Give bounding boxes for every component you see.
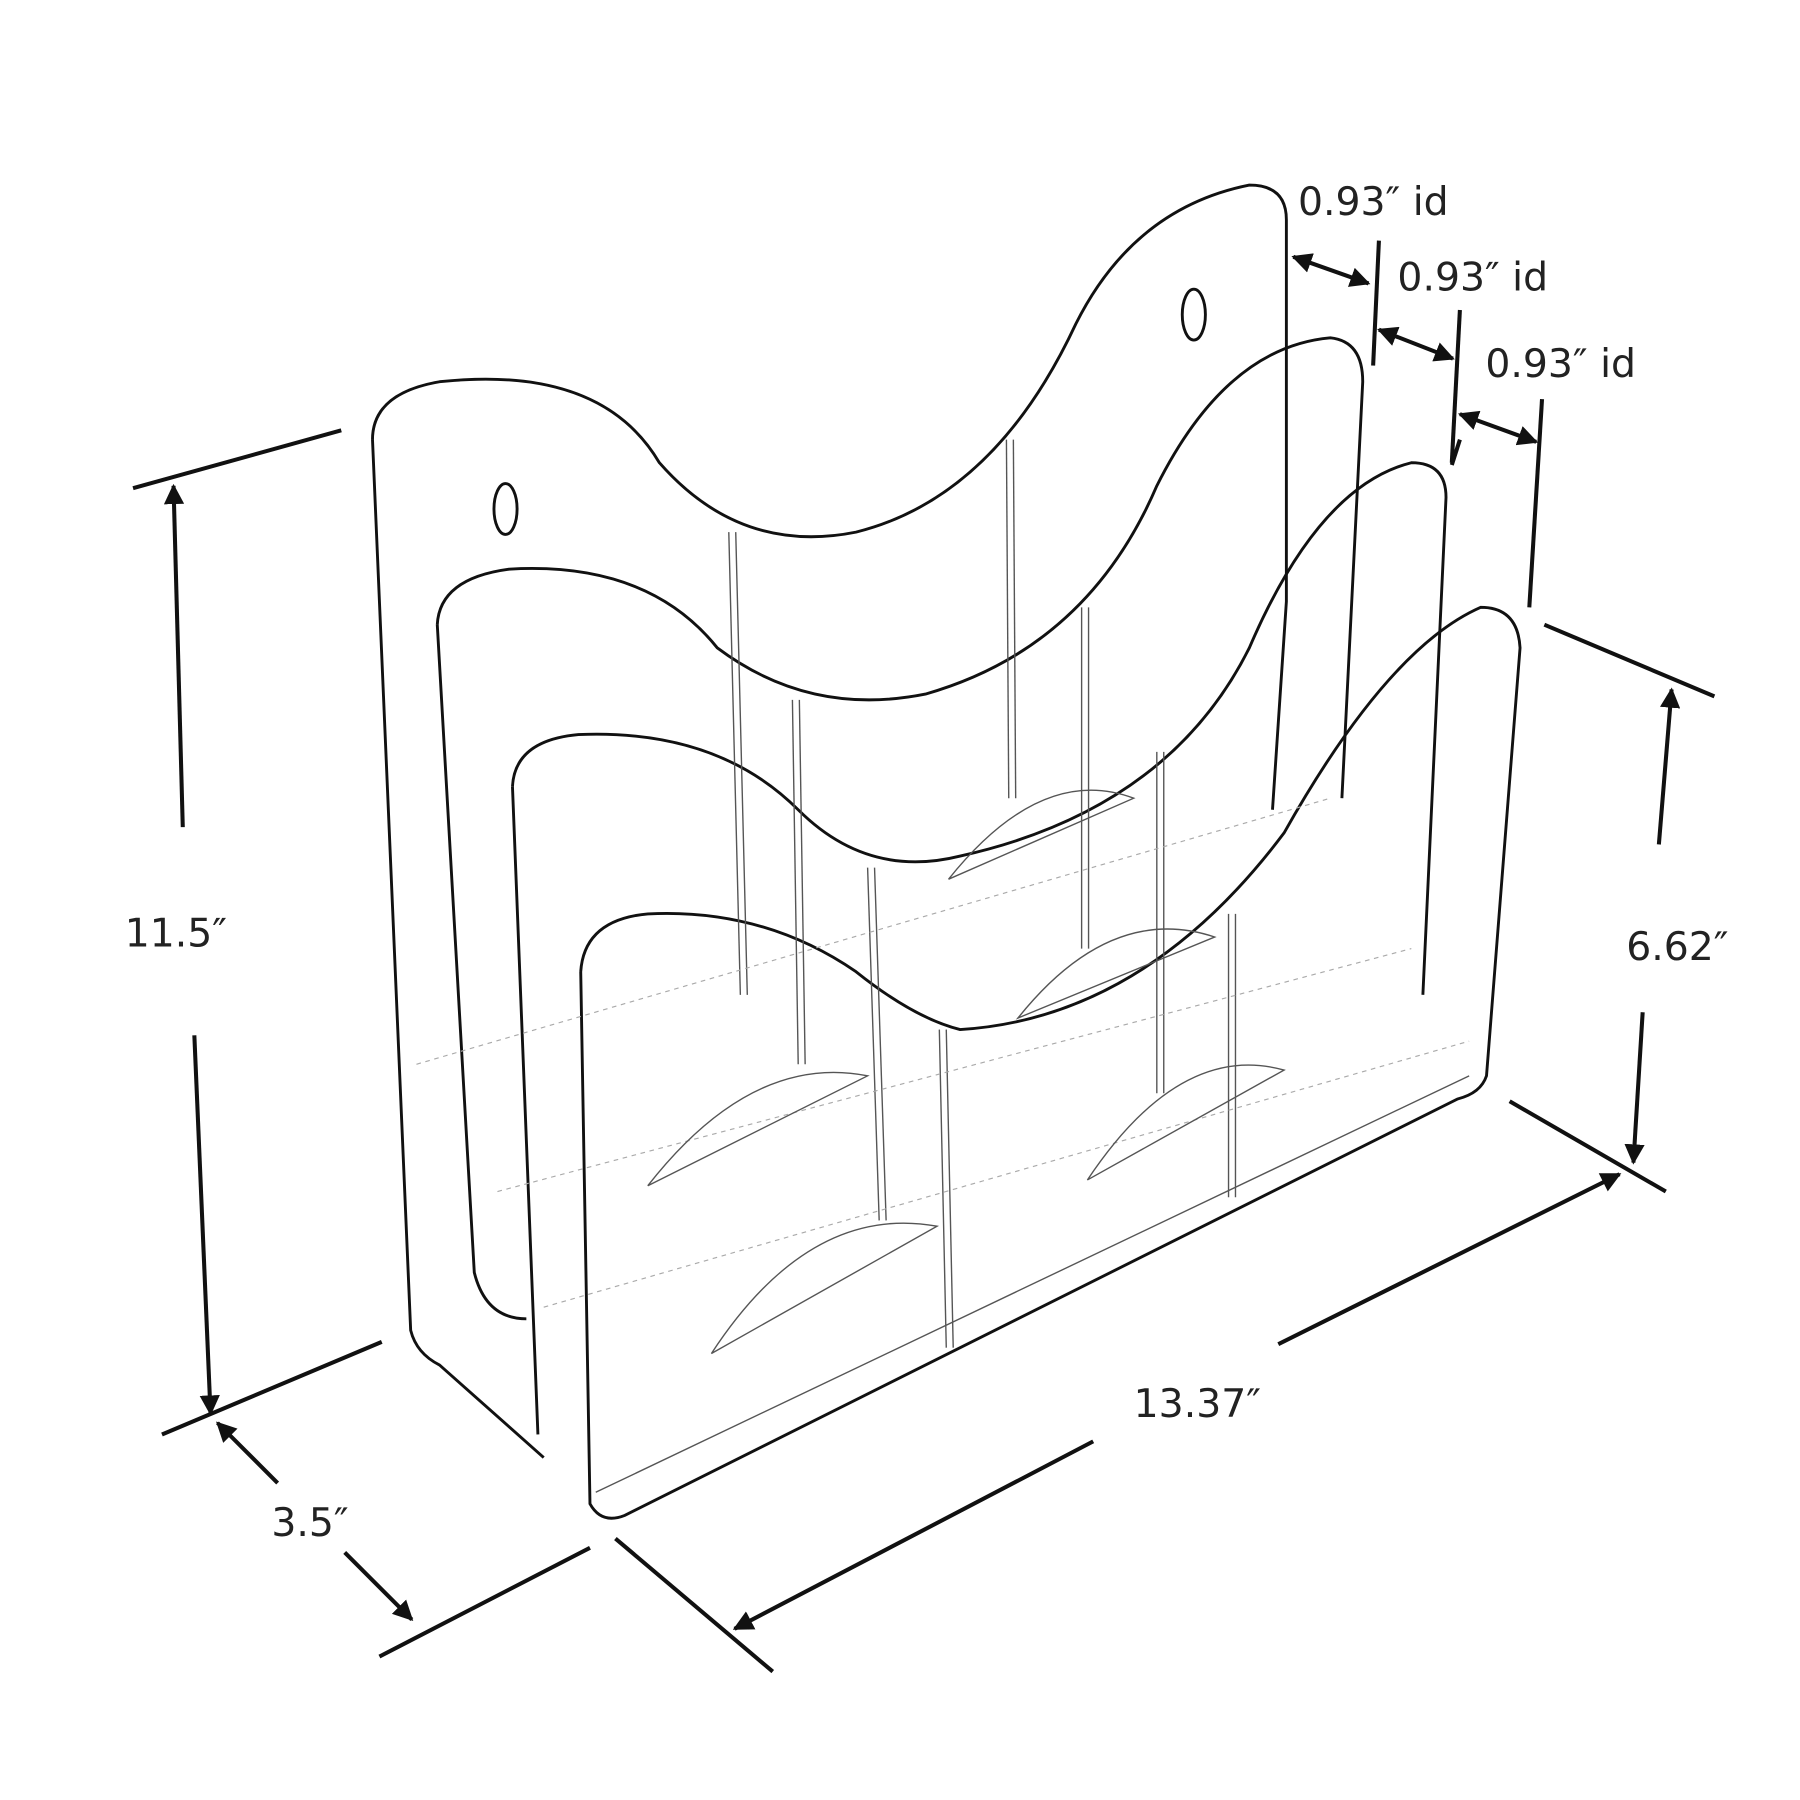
dividers [416,439,1470,1355]
width-dimension: 13.37″ [614,1099,1667,1674]
pocket-depth-label-2: 0.93″ id [1397,254,1548,300]
keyhole-right-icon [1180,287,1207,342]
front-height-label: 6.62″ [1626,924,1728,970]
height-label: 11.5″ [125,910,227,956]
front-height-dimension: 6.62″ [1543,622,1729,1165]
back-panel [371,183,1288,1459]
pocket-depth-label-3: 0.93″ id [1485,341,1636,387]
pocket-depth-dimensions: 0.93″ id 0.93″ id 0.93″ id [1291,179,1636,608]
pocket-panel-3 [511,461,1448,1435]
pocket-panel-front [579,605,1522,1520]
pocket-panel-2 [435,336,1365,1321]
depth-dimension: 3.5″ [216,1421,591,1659]
pocket-depth-label-1: 0.93″ id [1298,179,1449,225]
height-dimension: 11.5″ [125,428,383,1437]
depth-label: 3.5″ [271,1500,348,1546]
width-label: 13.37″ [1134,1381,1261,1427]
keyhole-left-icon [492,482,519,536]
